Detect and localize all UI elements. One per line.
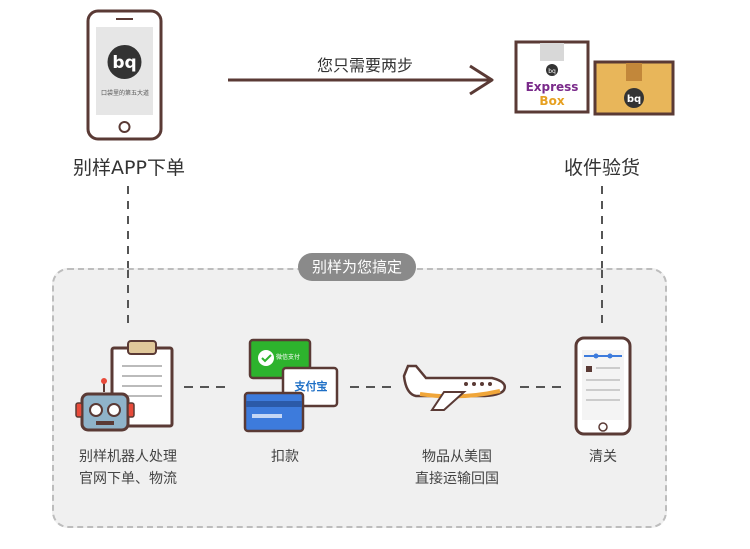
express-box-word1: Express xyxy=(525,80,579,94)
step-customs-label: 清关 xyxy=(563,446,643,468)
step1-label: 别样APP下单 xyxy=(73,157,185,179)
wechat-pay-text: 微信支付 xyxy=(276,354,301,361)
alipay-text: 支付宝 xyxy=(294,380,328,393)
automation-badge: 别样为您搞定 xyxy=(298,253,416,281)
payment-cards-icon xyxy=(243,338,339,433)
step-payment-label: 扣款 xyxy=(245,446,325,468)
arrow-caption: 您只需要两步 xyxy=(316,56,413,75)
step-shipping-line1: 物品从美国 xyxy=(422,449,492,465)
phone-tagline: 口袋里的第五大道 xyxy=(100,90,149,97)
step-robot-line1: 别样机器人处理 xyxy=(79,449,177,465)
phone-icon: bq xyxy=(86,9,163,141)
step-shipping-label: 物品从美国 直接运输回国 xyxy=(392,446,522,490)
step2-label: 收件验货 xyxy=(563,157,640,179)
two-steps-arrow-icon xyxy=(228,64,494,96)
svg-text:bq: bq xyxy=(112,53,136,73)
robot-clipboard-icon xyxy=(75,340,174,432)
step-robot-line2: 官网下单、物流 xyxy=(79,471,177,487)
step-customs-line1: 清关 xyxy=(589,449,617,465)
step-robot-label: 别样机器人处理 官网下单、物流 xyxy=(58,446,198,490)
customs-phone-icon xyxy=(574,336,632,436)
svg-text:bq: bq xyxy=(548,68,556,75)
airplane-icon xyxy=(402,364,506,411)
step-shipping-line2: 直接运输回国 xyxy=(415,471,499,487)
express-box-icon: bq xyxy=(514,40,590,114)
step-payment-line1: 扣款 xyxy=(271,449,299,465)
express-box-word2: Box xyxy=(539,94,565,108)
svg-text:bq: bq xyxy=(627,94,641,105)
parcel-box-icon: bq xyxy=(593,60,675,116)
